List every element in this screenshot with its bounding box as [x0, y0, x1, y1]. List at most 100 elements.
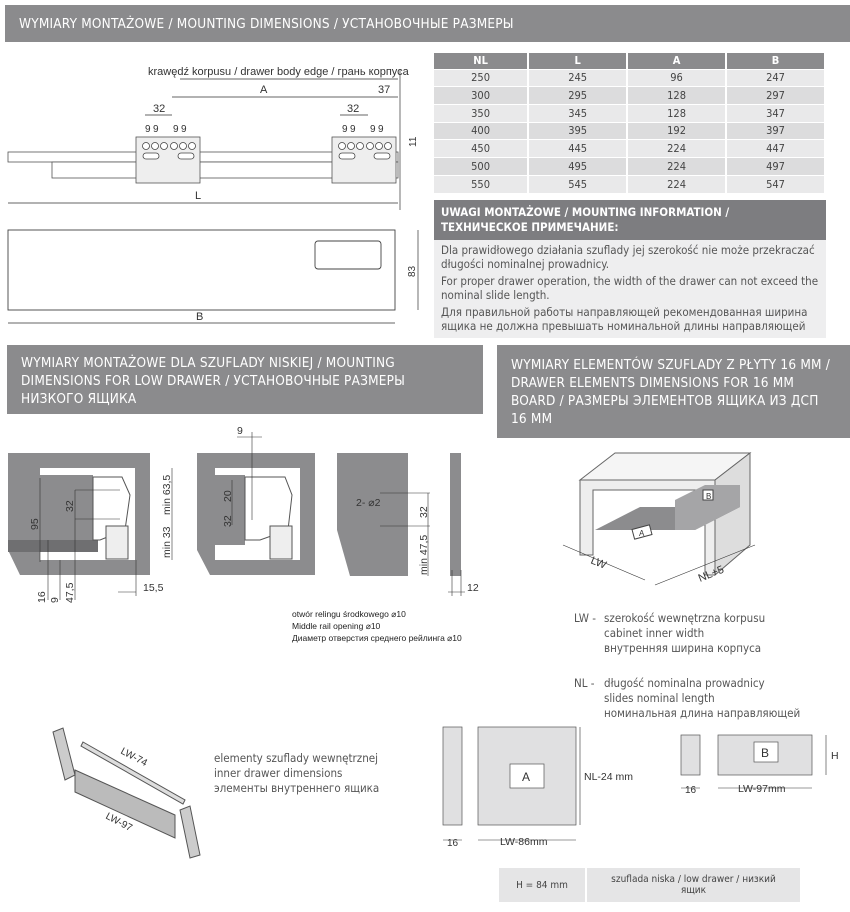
dimension-label: 32 [153, 103, 165, 115]
dimension-label: 47,5 [64, 582, 76, 603]
note-ru: Для правильной работы направляющей реком… [441, 305, 808, 333]
drawing-shape [338, 142, 346, 150]
table-cell: 450 [434, 139, 530, 158]
low-drawer-header: WYMIARY MONTAŻOWE DLA SZUFLADY NISKIEJ /… [7, 345, 483, 414]
drawing-shape [74, 769, 176, 839]
dimension-label: 37 [378, 84, 390, 96]
drawing-shape [142, 152, 160, 160]
drawing-shape [188, 142, 196, 150]
drawing-shape [442, 726, 463, 826]
table-cell: 224 [627, 139, 728, 158]
table-cell: 400 [434, 121, 530, 140]
drawing-shape [269, 525, 293, 560]
drawing-shape [338, 152, 356, 160]
drawing-shape [39, 432, 465, 600]
low-drawer-drawings: 95 32 min 63,5 min 33 16 9 47,5 15,5 9 2… [8, 425, 479, 603]
table-cell: 395 [528, 121, 629, 140]
dimension-label: 32 [418, 506, 430, 518]
note-pl: Dla prawidłowego działania szuflady jej … [441, 243, 815, 271]
table-cell: 224 [627, 156, 728, 176]
drawing-shape [160, 142, 168, 150]
dimension-label: LW-97mm [738, 783, 786, 795]
drawing-shape [179, 805, 201, 859]
dimension-label: min 47,5 [418, 535, 430, 575]
drawing-shape [38, 475, 93, 540]
drawing-shape [562, 544, 646, 581]
table-cell: 245 [528, 68, 629, 87]
table-cell: 347 [726, 103, 826, 123]
drawer-height: H = 84 mm [499, 868, 585, 902]
drawing-shape [205, 475, 245, 545]
dimension-label: 2- ⌀2 [356, 497, 381, 509]
table-cell: 250 [434, 68, 530, 87]
slide-drawing: krawędź korpusu / drawer body edge / гра… [7, 66, 419, 324]
dimension-label: 16 [36, 591, 48, 603]
dimension-label: 9 [370, 124, 376, 135]
edge-label: krawędź korpusu / drawer body edge / гра… [148, 66, 410, 78]
table-cell: 297 [726, 86, 826, 105]
dimension-label: 9 [49, 597, 61, 603]
drawing-shape [337, 453, 408, 576]
dimension-label: NL-24 mm [584, 771, 633, 783]
dimension-label: A [522, 770, 530, 784]
drawing-shape [8, 540, 98, 552]
notes-title: UWAGI MONTAŻOWE / MOUNTING INFORMATION /… [434, 200, 826, 240]
dimension-label: LW-86mm [500, 836, 548, 848]
table-cell: 224 [627, 174, 728, 193]
drawing-shape [52, 727, 76, 781]
drawing-shape [142, 142, 150, 150]
dimension-label: min 33 [161, 526, 173, 558]
drawing-shape [675, 485, 740, 530]
dimension-label: 95 [29, 518, 41, 530]
table-cell: 300 [434, 86, 530, 105]
table-cell: 295 [528, 86, 629, 105]
table-cell: 96 [627, 68, 728, 87]
table-cell: 447 [726, 139, 826, 158]
drawing-shape [197, 453, 315, 575]
dimension-label: 9 [173, 124, 179, 135]
dimension-label: 9 [145, 124, 151, 135]
cabinet-3d-drawing: B A LW NL+5 [562, 451, 756, 586]
drawing-shape [151, 142, 159, 150]
table-cell: 545 [528, 174, 629, 193]
dimension-label: 11 [408, 136, 419, 147]
drawing-shape [347, 142, 355, 150]
elements-header: WYMIARY ELEMENTÓW SZUFLADY Z PŁYTY 16 MM… [497, 345, 850, 438]
drawing-shape [450, 453, 461, 576]
dimension-label: B [761, 746, 769, 760]
drawing-shape [680, 734, 701, 776]
dimension-label: 12 [467, 582, 479, 594]
dimension-label: A [639, 529, 645, 538]
drawing-shape [375, 142, 383, 150]
drawing-shape [753, 741, 779, 763]
main-header: WYMIARY MONTAŻOWE / MOUNTING DIMENSIONS … [5, 5, 850, 42]
col-nl: NL [434, 53, 530, 69]
dimension-label: 83 [407, 265, 418, 277]
table-cell: 500 [434, 156, 530, 176]
drawing-shape [356, 142, 364, 150]
dimension-label: 16 [685, 785, 697, 796]
drawing-shape [373, 152, 391, 160]
dimension-label: 20 [222, 490, 234, 502]
dimension-label: B [196, 311, 203, 323]
dimension-label: 16 [447, 838, 459, 849]
drawer-type: szuflada niska / low drawer / низкий ящи… [587, 868, 800, 902]
table-cell: 547 [726, 174, 826, 193]
col-b: B [726, 53, 826, 69]
drawing-shape [654, 544, 756, 586]
drawing-shape [714, 451, 751, 577]
mounting-notes: UWAGI MONTAŻOWE / MOUNTING INFORMATION /… [434, 200, 826, 338]
table-cell: 345 [528, 103, 629, 123]
table-cell: 192 [627, 121, 728, 140]
table-cell: 350 [434, 103, 530, 123]
table-cell: 495 [528, 156, 629, 176]
